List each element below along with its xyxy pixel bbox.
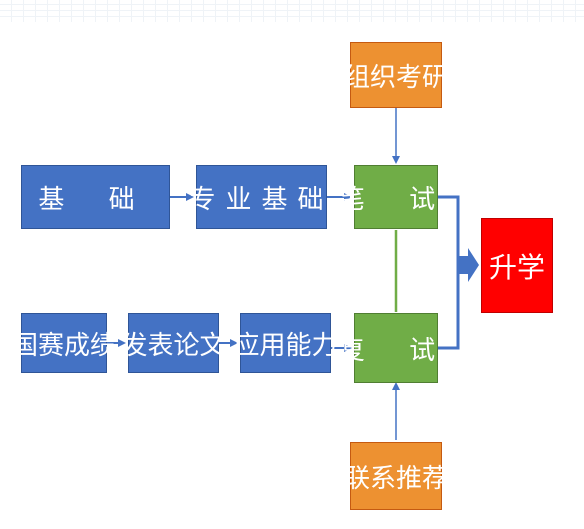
bracket-to-shengxue: [438, 195, 460, 350]
big-arrow-to-shengxue: [458, 248, 479, 282]
node-yingyong: 应用能力: [234, 313, 338, 373]
node-zhuanye-jichu: 专业基础: [190, 165, 327, 229]
background-grid: [0, 0, 584, 22]
node-lunwen: 发表论文: [122, 313, 226, 373]
node-zuzhi-kaoyan: 组织考研: [344, 42, 448, 108]
node-guosai: 国赛成绩: [12, 313, 116, 373]
node-fushi: 复 试: [339, 313, 438, 383]
node-jichu: 基 础: [21, 165, 170, 229]
node-bishi: 笔 试: [339, 165, 438, 229]
node-lianxi-tuijian: 联系推荐: [344, 442, 448, 510]
node-shengxue: 升学: [481, 218, 553, 313]
